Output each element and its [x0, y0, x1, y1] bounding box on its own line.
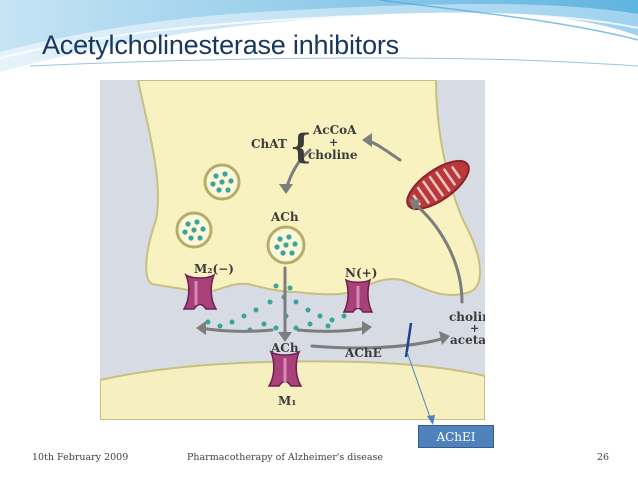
footer-date: 10th February 2009	[32, 452, 129, 463]
inhibitor-block-line	[404, 322, 413, 358]
synapse-diagram: ChAT { AcCoA + choline ACh M₂(−) N(+) AC…	[100, 80, 485, 420]
m2-receptor	[182, 273, 218, 310]
label-ache: AChE	[344, 346, 382, 360]
achei-callout-label: AChEI	[418, 425, 494, 448]
slide-title: Acetylcholinesterase inhibitors	[42, 30, 399, 60]
postsynaptic-membrane	[100, 360, 485, 420]
label-ach-cleft: ACh	[270, 341, 299, 355]
label-chat: ChAT	[251, 137, 287, 151]
footer-title: Pharmacotherapy of Alzheimer's disease	[187, 452, 384, 463]
presynaptic-terminal	[136, 80, 481, 296]
slide-number: 26	[597, 452, 610, 463]
callout-arrow	[406, 351, 435, 425]
vesicle	[203, 163, 241, 201]
label-n: N(+)	[345, 266, 377, 280]
m1-receptor	[267, 350, 303, 387]
vesicle	[175, 211, 213, 249]
label-choline-bottom: choline	[449, 310, 485, 324]
title-underline-decoration	[29, 57, 638, 67]
label-accoa: AcCoA	[312, 123, 357, 137]
label-m2: M₂(−)	[194, 262, 234, 276]
label-plus-top: +	[329, 136, 338, 149]
ach-molecules	[205, 283, 347, 333]
label-brace: {	[290, 127, 312, 167]
label-acetate: acetate	[450, 333, 485, 347]
label-m1: M₁	[278, 394, 297, 408]
label-choline-top: choline	[308, 148, 358, 162]
label-ach-vesicle: ACh	[270, 210, 299, 224]
header-swoosh-decoration	[0, 0, 638, 72]
n-receptor	[342, 278, 374, 313]
label-plus-bottom: +	[470, 322, 479, 335]
arrowheads	[196, 133, 450, 345]
vesicle-docked	[266, 225, 306, 265]
